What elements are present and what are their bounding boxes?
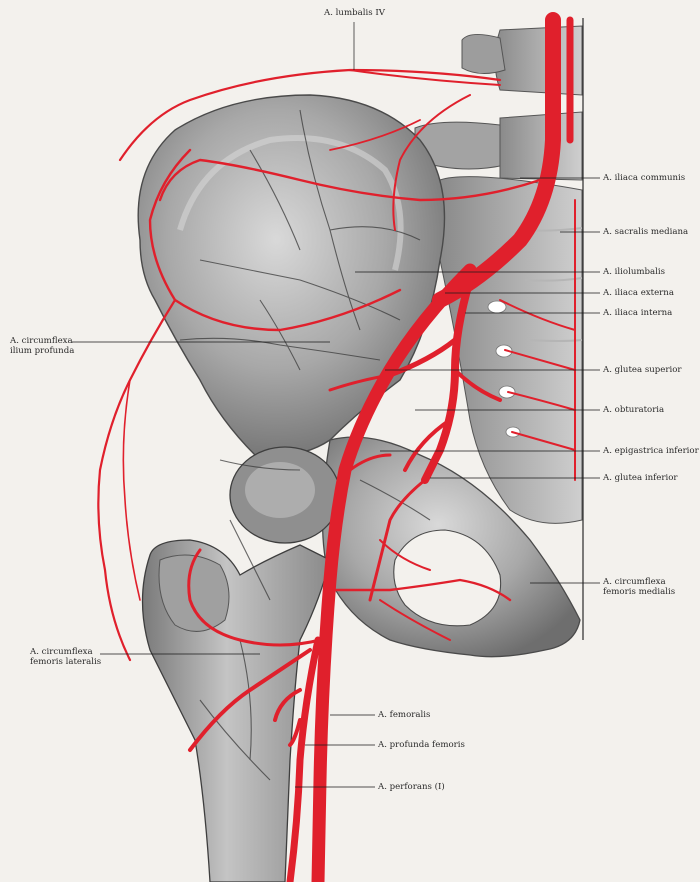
label-circumflexa-ilium-profunda: A. circumflexa ilium profunda — [10, 336, 80, 356]
label-perforans: A. perforans (I) — [378, 782, 445, 792]
label-profunda-femoris: A. profunda femoris — [378, 740, 465, 750]
greater-trochanter — [158, 554, 230, 632]
label-circumflexa-medialis-line2: femoris medialis — [603, 587, 676, 597]
sacral-foramina — [487, 300, 521, 438]
label-circumflexa-ilium-line2: ilium profunda — [10, 346, 75, 356]
label-iliaca-externa: A. iliaca externa — [603, 288, 674, 298]
dark-vessel-lines — [179, 109, 431, 781]
leader-lines — [72, 22, 600, 788]
label-femoralis: A. femoralis — [378, 710, 431, 720]
label-circumflexa-ilium-line1: A. circumflexa — [10, 336, 73, 346]
label-glutea-inferior: A. glutea inferior — [603, 473, 678, 483]
label-sacralis-mediana: A. sacralis mediana — [603, 227, 689, 237]
label-iliaca-communis: A. iliaca communis — [603, 173, 686, 183]
label-glutea-superior: A. glutea superior — [603, 365, 682, 375]
label-circumflexa-femoris-medialis: A. circumflexa femoris medialis — [603, 577, 695, 597]
label-iliolumbalis: A. iliolumbalis — [603, 267, 666, 277]
arteries — [97, 12, 576, 882]
label-circumflexa-medialis-line1: A. circumflexa — [603, 577, 666, 587]
label-lumbalis: A. lumbalis IV — [324, 8, 385, 18]
label-obturatoria: A. obturatoria — [603, 405, 665, 415]
label-circumflexa-lateralis-line1: A. circumflexa — [30, 647, 93, 657]
ilium — [137, 94, 446, 457]
label-epigastrica-inferior: A. epigastrica inferior — [603, 446, 699, 456]
label-iliaca-interna: A. iliaca interna — [603, 308, 673, 318]
label-circumflexa-lateralis-line2: femoris lateralis — [30, 657, 102, 667]
label-circumflexa-femoris-lateralis: A. circumflexa femoris lateralis — [30, 647, 110, 667]
obturator-foramen — [393, 529, 502, 627]
